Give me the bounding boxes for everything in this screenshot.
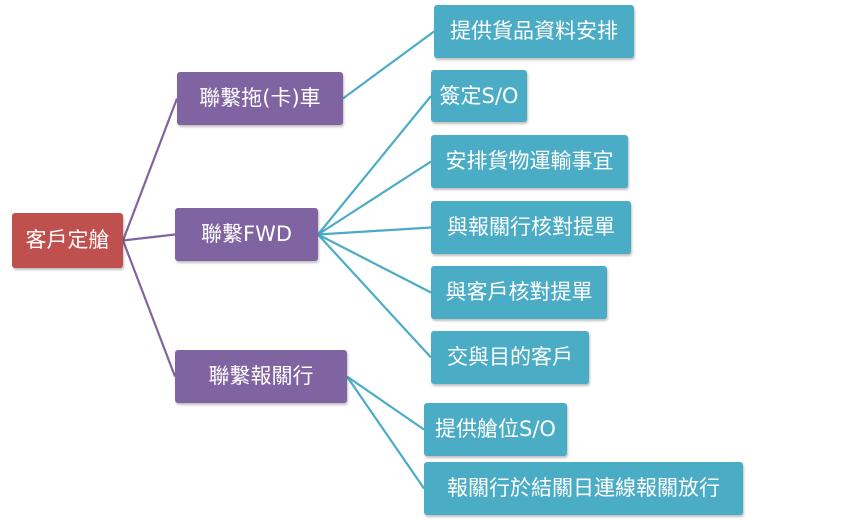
- connector-branch-leaf: [317, 160, 432, 236]
- leaf-node-customs-release: 報關行於結關日連線報關放行: [424, 462, 743, 515]
- connector-branch-leaf: [317, 233, 432, 359]
- leaf-node-deliver-destination: 交與目的客戶: [431, 331, 589, 384]
- leaf-node-check-bl-customer: 與客戶核對提單: [431, 266, 607, 319]
- branch-node-truck: 聯繫拖(卡)車: [177, 72, 343, 125]
- root-node: 客戶定艙: [12, 213, 123, 268]
- leaf-node-provide-space-so: 提供艙位S/O: [424, 403, 567, 456]
- connector-branch-leaf: [317, 233, 432, 294]
- connector-root-branch: [122, 233, 176, 242]
- leaf-node-check-bl-broker: 與報關行核對提單: [431, 201, 631, 254]
- connector-branch-leaf: [342, 30, 435, 100]
- connector-branch-leaf: [346, 375, 425, 431]
- leaf-node-sign-so: 簽定S/O: [431, 70, 527, 122]
- connector-root-branch: [121, 240, 177, 377]
- connector-branch-leaf: [346, 375, 425, 490]
- connector-root-branch: [121, 98, 179, 241]
- branch-node-fwd: 聯繫FWD: [175, 208, 318, 261]
- connector-branch-leaf: [317, 95, 432, 236]
- leaf-node-arrange-transport: 安排貨物運輸事宜: [431, 135, 628, 188]
- branch-node-customs-broker: 聯繫報關行: [175, 350, 347, 403]
- connector-branch-leaf: [317, 226, 432, 236]
- leaf-node-goods-info: 提供貨品資料安排: [434, 5, 634, 58]
